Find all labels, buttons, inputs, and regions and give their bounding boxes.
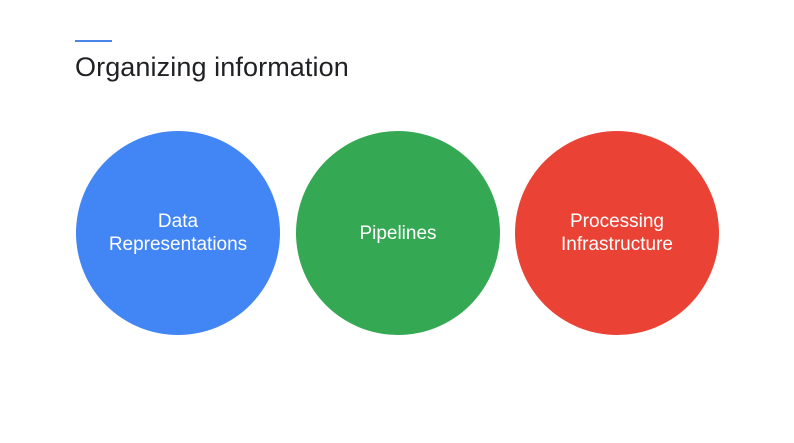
processing-infrastructure-circle: Processing Infrastructure [515, 131, 719, 335]
data-representations-circle: Data Representations [76, 131, 280, 335]
pipelines-label: Pipelines [359, 222, 437, 244]
title-accent-bar [75, 40, 112, 42]
slide-title: Organizing information [75, 52, 349, 82]
processing-infrastructure-label: Processing Infrastructure [561, 211, 673, 255]
data-representations-label: Data Representations [108, 211, 248, 255]
pipelines-circle: Pipelines [296, 131, 500, 335]
